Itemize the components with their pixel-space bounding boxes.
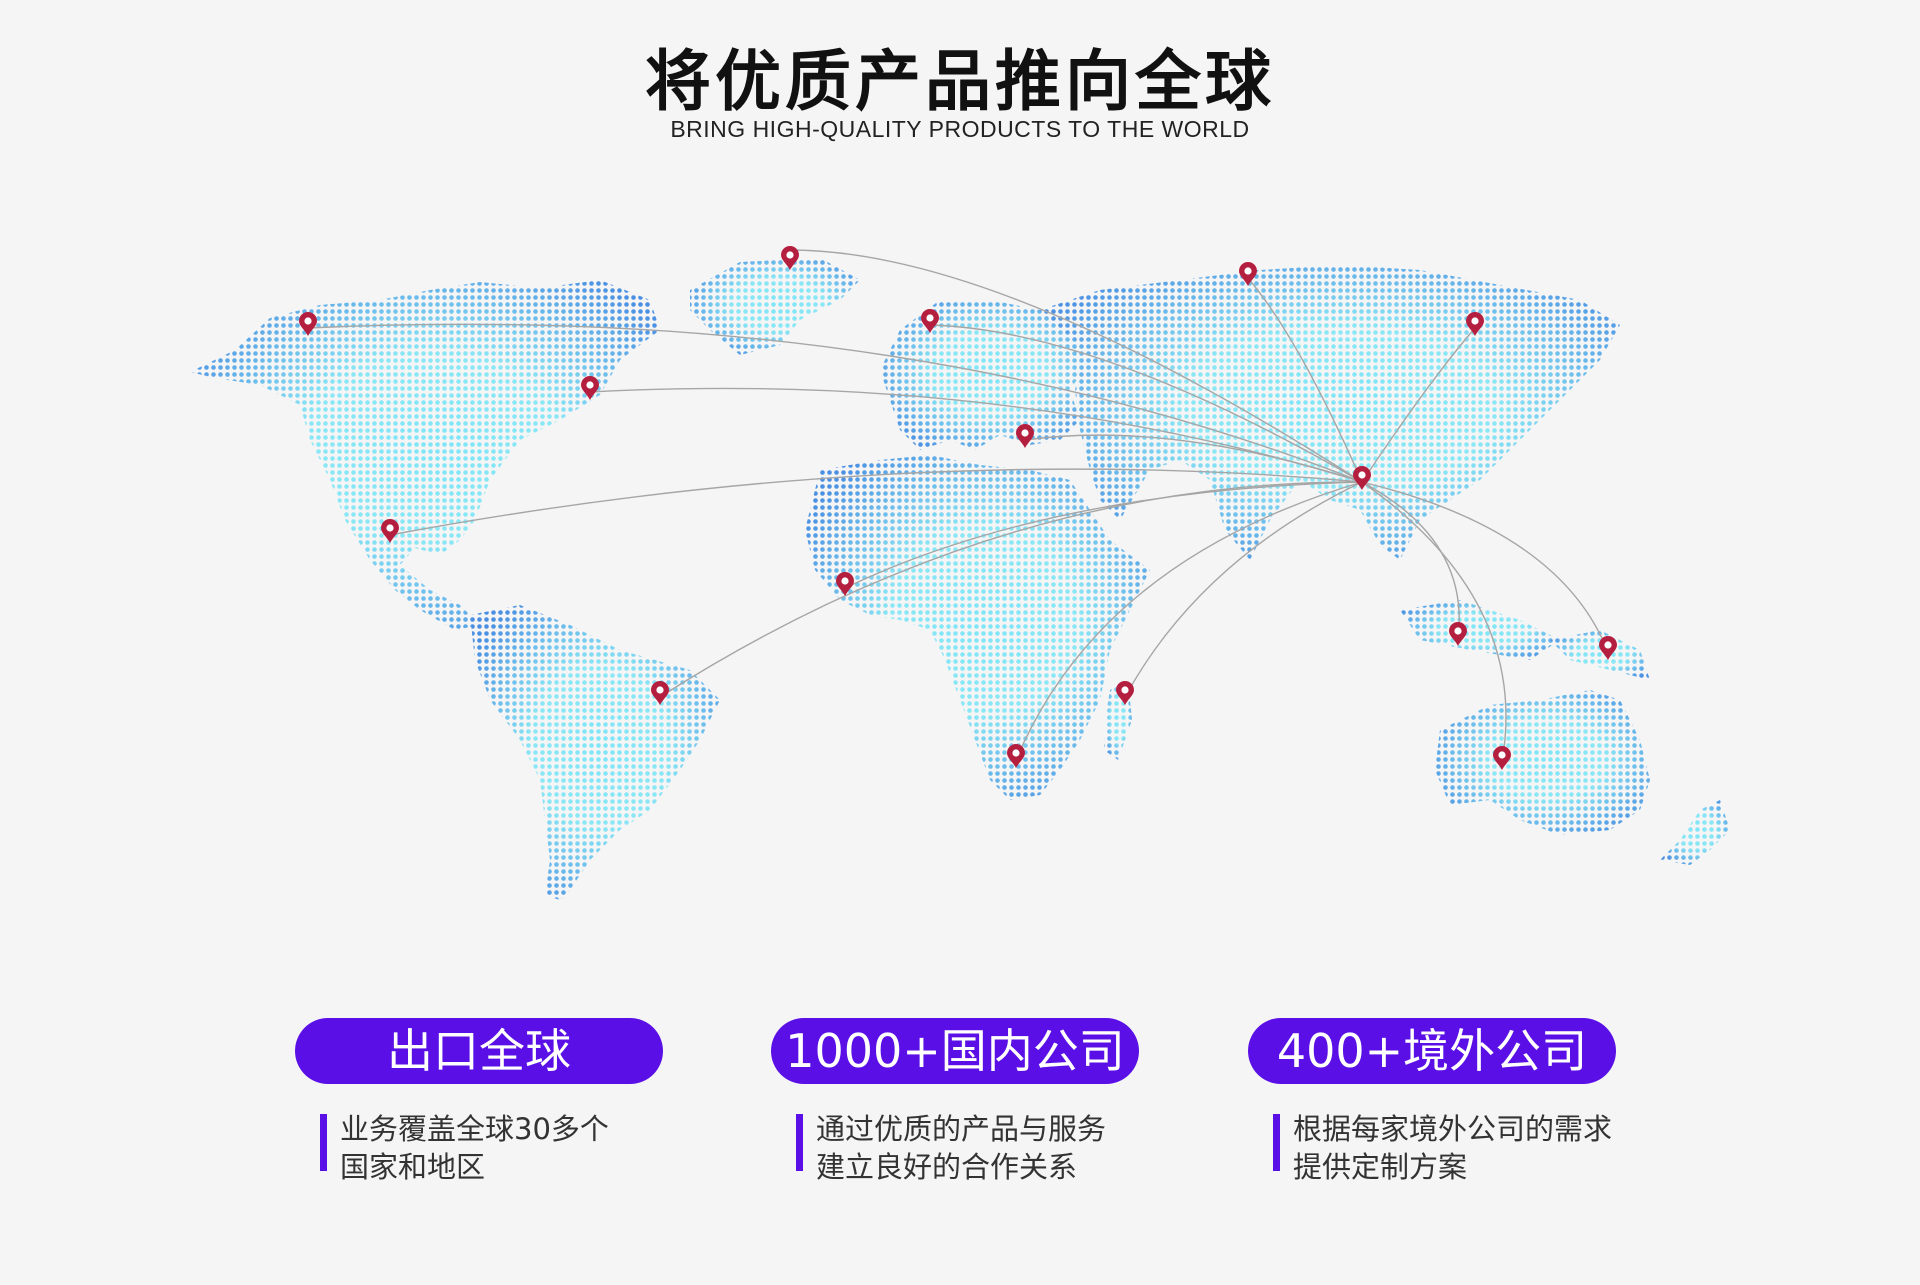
card-title: 400+境外公司	[1248, 1018, 1616, 1084]
continents	[190, 258, 1730, 900]
card-title: 1000+国内公司	[771, 1018, 1139, 1084]
australia-shape	[1435, 690, 1650, 835]
card-line: 通过优质的产品与服务	[816, 1112, 1107, 1146]
card-overseas: 400+境外公司 根据每家境外公司的需求 提供定制方案	[1248, 1018, 1616, 1186]
south-america-shape	[470, 605, 720, 900]
page-subtitle: BRING HIGH-QUALITY PRODUCTS TO THE WORLD	[670, 116, 1250, 142]
europe-shape	[880, 300, 1090, 450]
north-america-shape	[190, 280, 660, 630]
new-zealand-shape	[1660, 800, 1730, 865]
card-line: 根据每家境外公司的需求	[1293, 1112, 1613, 1146]
card-domestic: 1000+国内公司 通过优质的产品与服务 建立良好的合作关系	[771, 1018, 1139, 1186]
card-description: 通过优质的产品与服务 建立良好的合作关系	[796, 1110, 1139, 1186]
greenland-shape	[690, 258, 860, 355]
accent-bar	[796, 1114, 803, 1171]
card-line: 建立良好的合作关系	[816, 1150, 1078, 1184]
card-export: 出口全球 业务覆盖全球30多个 国家和地区	[295, 1018, 663, 1186]
card-line: 业务覆盖全球30多个	[340, 1112, 609, 1146]
card-title: 出口全球	[295, 1018, 663, 1084]
connection-lines	[307, 249, 1609, 763]
card-line: 国家和地区	[340, 1150, 486, 1184]
accent-bar	[320, 1114, 327, 1171]
card-description: 业务覆盖全球30多个 国家和地区	[320, 1110, 663, 1186]
accent-bar	[1273, 1114, 1280, 1171]
card-line: 提供定制方案	[1293, 1150, 1468, 1184]
card-description: 根据每家境外公司的需求 提供定制方案	[1273, 1110, 1616, 1186]
africa-shape	[805, 455, 1150, 800]
page-title: 将优质产品推向全球	[645, 43, 1275, 120]
indonesia-shape	[1400, 600, 1560, 660]
new-guinea-shape	[1550, 630, 1650, 680]
